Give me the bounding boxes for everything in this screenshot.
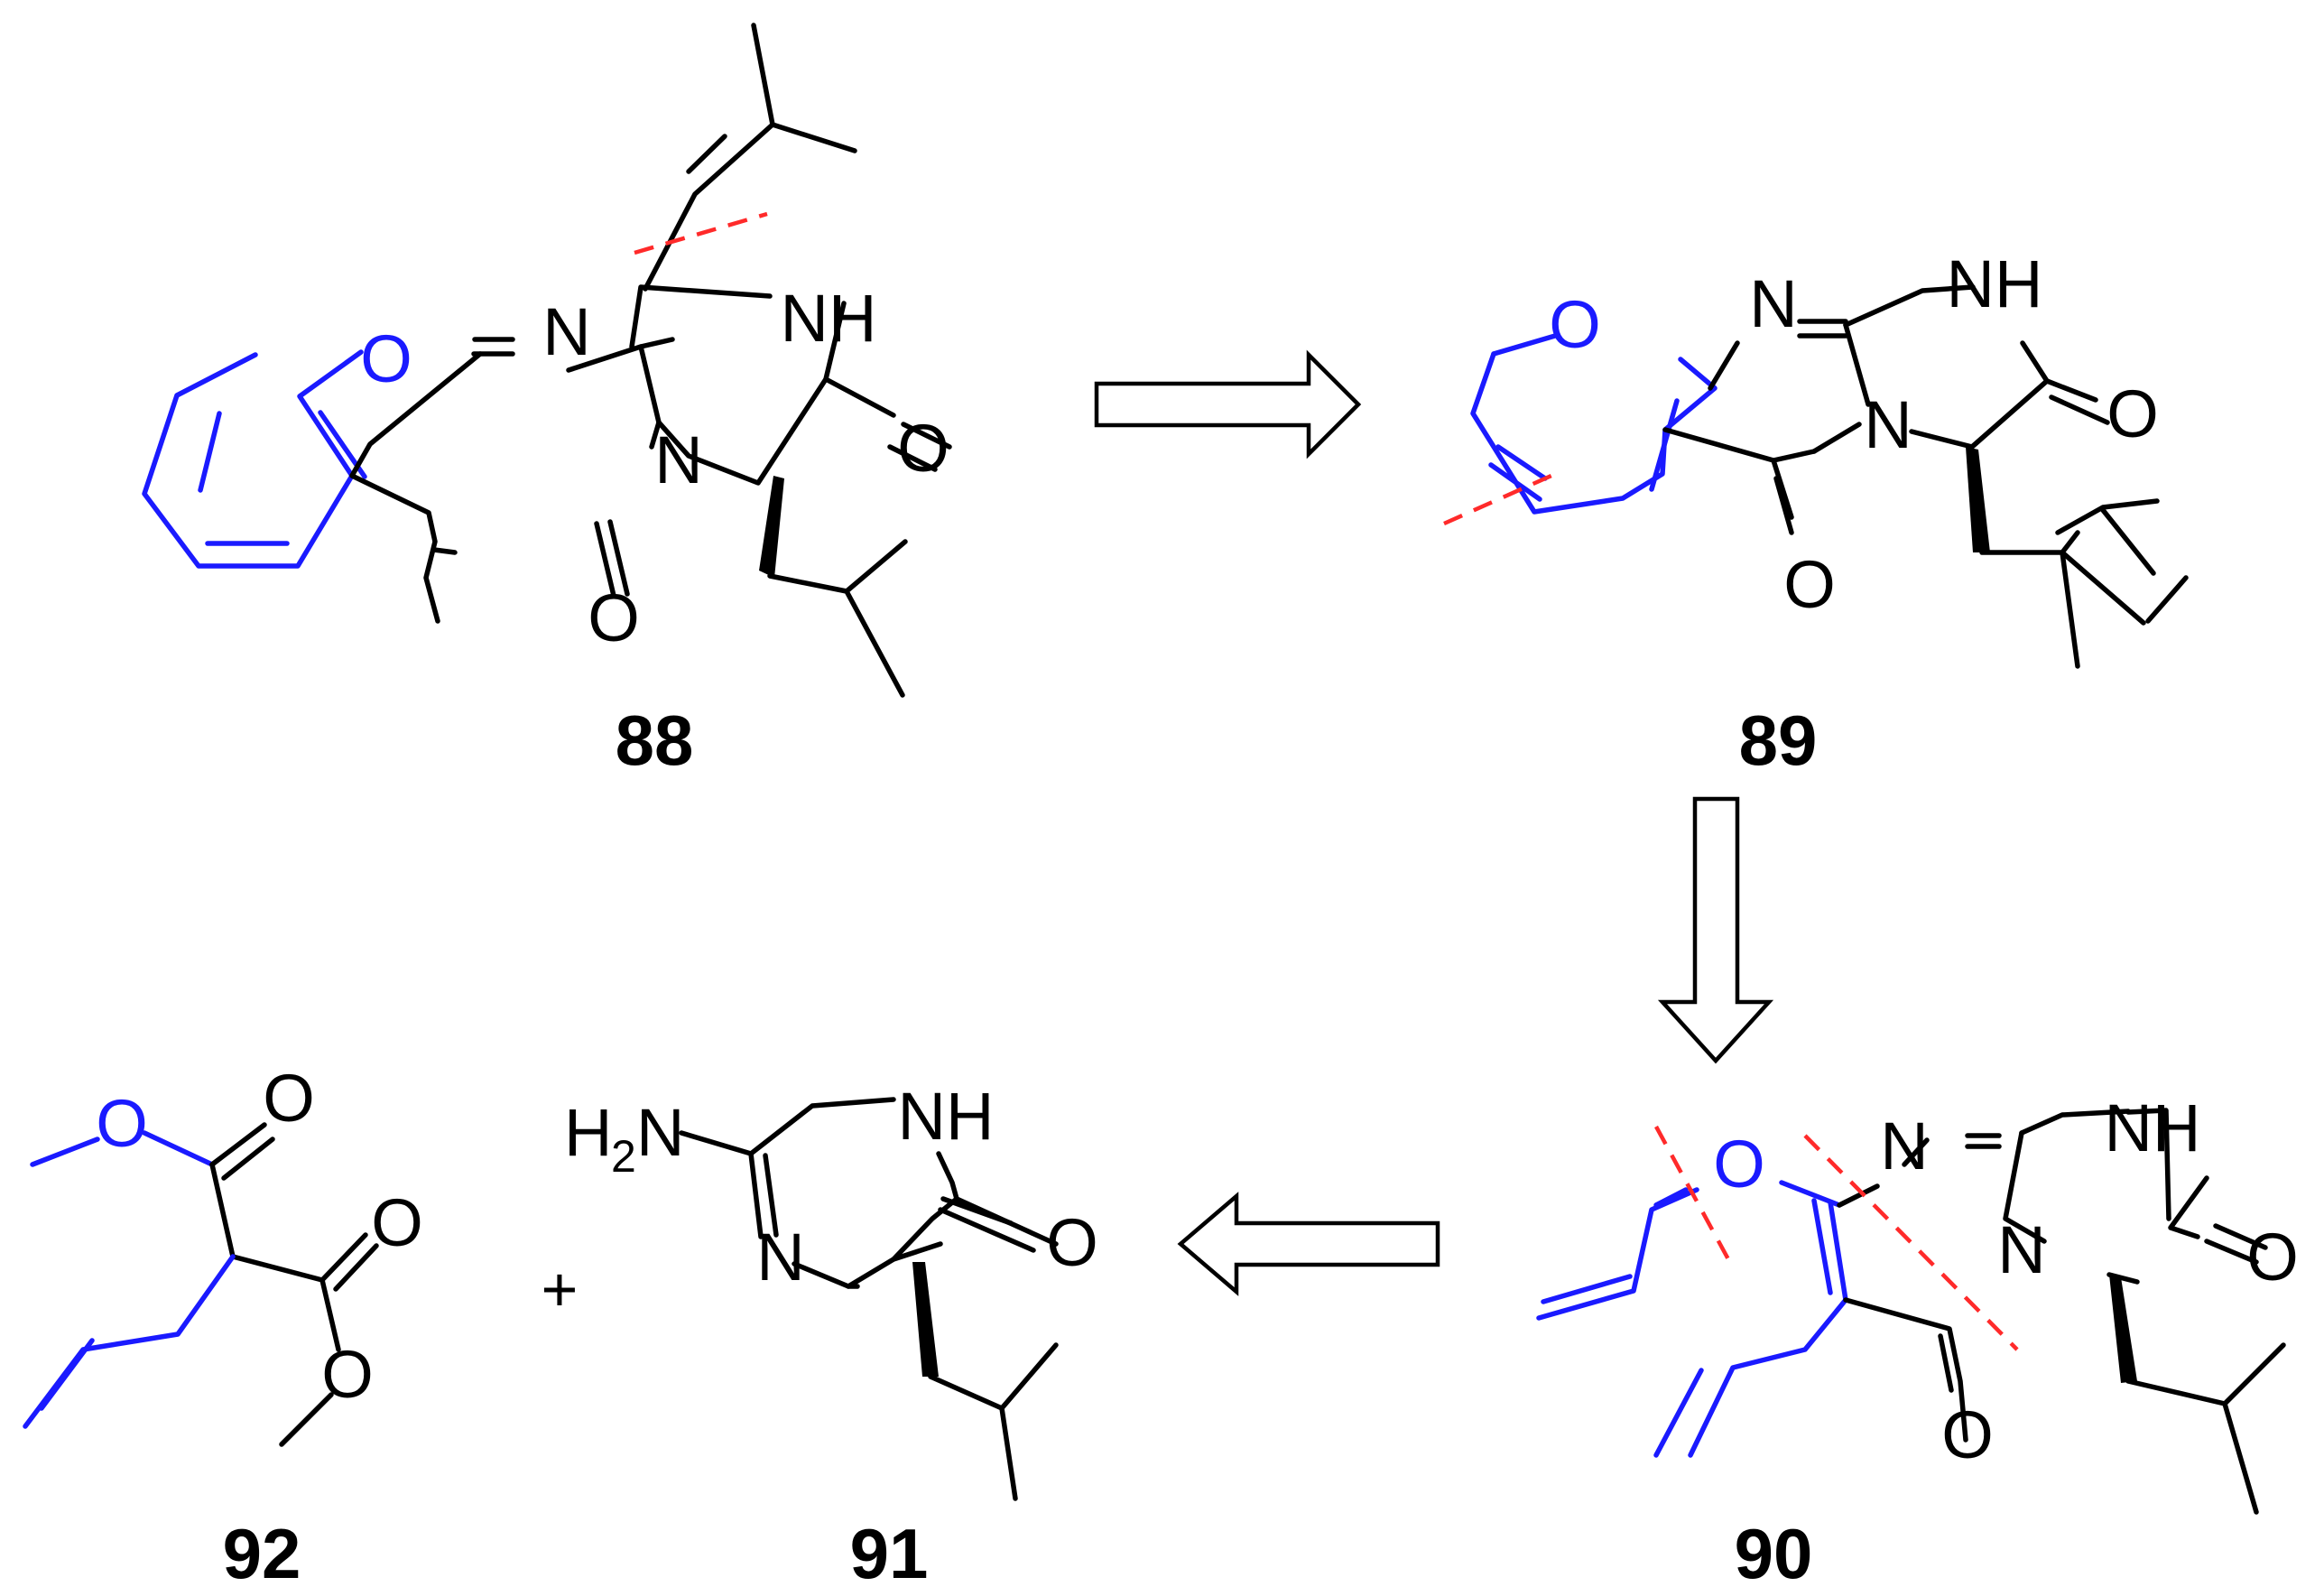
disconnection-line <box>634 211 768 255</box>
atom-nh-89: NH <box>1947 246 2043 321</box>
disconnection-line <box>1654 1125 1730 1261</box>
atom-nh-90: NH <box>2105 1090 2201 1165</box>
atom-o-89-amide: O <box>2106 376 2159 451</box>
compound-label-90: 90 <box>1735 1514 1813 1593</box>
atom-o-ether-90: O <box>1713 1127 1765 1202</box>
plus-sign: + <box>542 1254 579 1324</box>
disconnection-line <box>1803 1134 2019 1351</box>
atom-h2n-h: H <box>564 1095 612 1170</box>
atom-h2n-n: N <box>636 1095 684 1170</box>
compound-label-89: 89 <box>1739 701 1818 780</box>
atom-o-ester-92a: O <box>96 1086 148 1161</box>
atom-o-88-amide: O <box>897 411 949 486</box>
atom-nh-91: NH <box>898 1079 995 1154</box>
compound-89 <box>1443 284 2189 669</box>
atom-o-91: O <box>1046 1205 1098 1280</box>
atom-o-90-amide: O <box>2246 1220 2299 1294</box>
compound-label-88: 88 <box>616 701 694 780</box>
atom-nh-88: NH <box>781 281 877 356</box>
atom-n-90-imine: N <box>1880 1109 1928 1183</box>
compound-91 <box>679 1097 1059 1501</box>
disconnection-line <box>1443 469 1562 526</box>
atom-n-88-amide: N <box>654 422 702 497</box>
atom-n-89-amide: N <box>1864 387 1912 462</box>
atom-o-88-ketone: O <box>588 580 640 655</box>
atom-n-89-imine: N <box>1749 266 1797 341</box>
atom-o-oxepine-88: O <box>360 321 412 396</box>
atom-o-carbonyl-92a: O <box>263 1061 315 1136</box>
atom-o-ester-92b: O <box>321 1337 374 1412</box>
atom-o-90-ketone: O <box>1941 1397 1994 1472</box>
atom-o-89-ketone: O <box>1783 547 1836 622</box>
atom-n-88-imine: N <box>542 294 590 369</box>
atom-n-90-amide: N <box>1997 1212 2045 1287</box>
compound-label-91: 91 <box>850 1514 929 1593</box>
compound-label-92: 92 <box>223 1514 301 1593</box>
atom-h2n-sub: 2 <box>611 1131 636 1182</box>
atom-o-oxepine-89: O <box>1549 287 1601 362</box>
retro-arrow-88-to-89 <box>1094 349 1362 459</box>
retro-arrow-90-to-91-92 <box>1177 1192 1440 1296</box>
atom-n-91: N <box>756 1220 804 1294</box>
compound-88 <box>142 23 952 698</box>
atom-o-carbonyl-92b: O <box>371 1185 423 1260</box>
compound-90 <box>1536 1108 2286 1515</box>
retro-arrow-89-to-90 <box>1657 796 1774 1064</box>
compound-92 <box>23 1122 379 1447</box>
